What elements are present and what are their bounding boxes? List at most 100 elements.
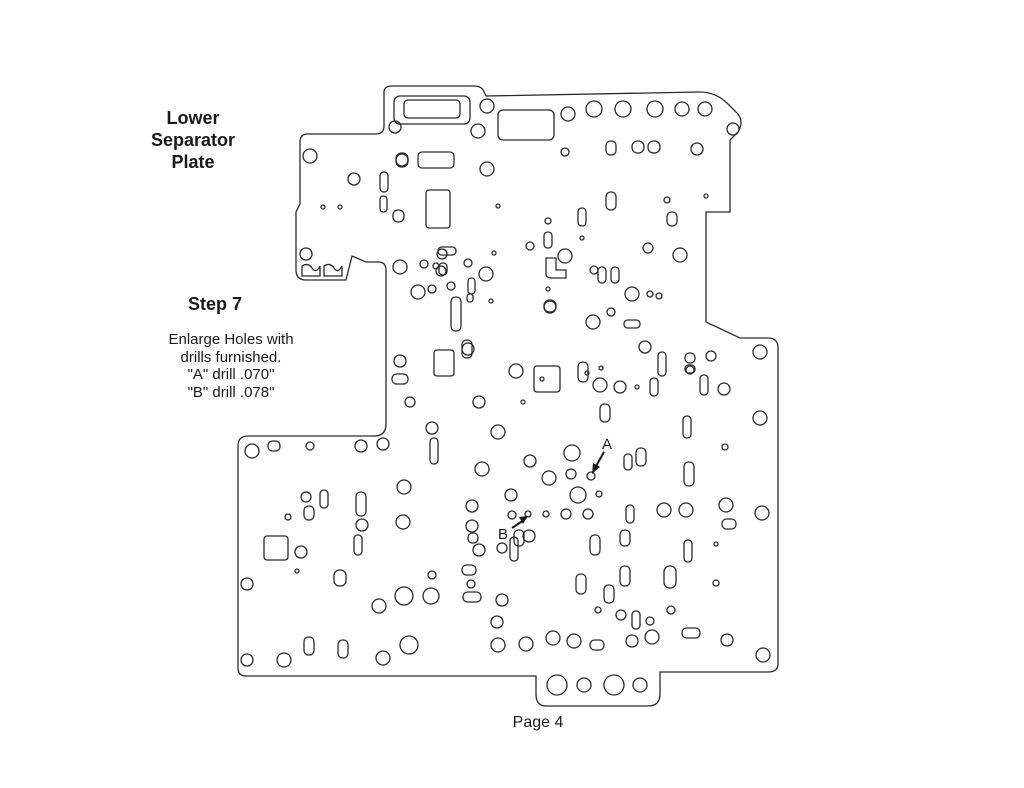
- plate-slot: [683, 539, 693, 563]
- plate-slot: [513, 529, 525, 547]
- callout-b-arrowhead: [519, 516, 528, 524]
- plate-slot: [649, 377, 659, 397]
- plate-hole: [663, 196, 671, 204]
- plate-hole: [755, 647, 771, 663]
- plate-slot: [319, 489, 329, 509]
- plate-hole: [613, 380, 627, 394]
- plate-hole: [520, 399, 526, 405]
- plate-hole: [655, 292, 663, 300]
- plate-hole: [508, 363, 524, 379]
- plate-hole: [337, 204, 343, 210]
- step-instructions: Enlarge Holes with drills furnished. "A"…: [148, 331, 314, 401]
- wave-port-right: [323, 263, 343, 277]
- plate-hole: [371, 598, 387, 614]
- plate-hole: [305, 441, 315, 451]
- plate-slot: [461, 339, 473, 359]
- plate-slot: [589, 534, 601, 556]
- plate-hole: [646, 100, 664, 118]
- plate-hole: [479, 98, 495, 114]
- plate-hole: [410, 284, 426, 300]
- plate-hole: [300, 491, 312, 503]
- plate-hole: [606, 307, 616, 317]
- l-shaped-slot: [545, 257, 567, 279]
- plate-hole: [598, 365, 604, 371]
- plate-hole: [320, 204, 326, 210]
- plate-hole: [395, 153, 409, 167]
- plate-hole: [396, 479, 412, 495]
- plate-hole: [717, 382, 731, 396]
- plate-hole: [495, 203, 501, 209]
- plate-hole: [491, 250, 497, 256]
- callout-a-arrowhead: [592, 463, 600, 474]
- plate-slot: [625, 504, 635, 524]
- page-number: Page 4: [512, 714, 564, 731]
- plate-slot: [462, 591, 482, 603]
- plate-hole: [614, 100, 632, 118]
- plate-hole: [634, 384, 640, 390]
- plate-hole: [425, 421, 439, 435]
- plate-hole: [284, 513, 292, 521]
- plate-hole: [542, 510, 550, 518]
- plate-hole: [393, 354, 407, 368]
- plate-hole: [579, 235, 585, 241]
- plate-hole: [594, 606, 602, 614]
- plate-slot: [619, 565, 631, 587]
- plate-hole: [624, 286, 640, 302]
- plate-slot: [631, 610, 641, 630]
- plate-hole: [276, 652, 292, 668]
- plate-hole: [446, 281, 456, 291]
- plate-hole: [674, 101, 690, 117]
- plate-slot: [663, 565, 677, 589]
- plate-hole: [392, 259, 408, 275]
- plate-hole: [566, 633, 582, 649]
- plate-slot: [681, 627, 701, 639]
- plate-hole: [470, 123, 486, 139]
- plate-hole: [495, 593, 509, 607]
- plate-slot: [395, 152, 409, 168]
- plate-hole: [354, 439, 368, 453]
- plate-hole: [507, 510, 517, 520]
- plate-hole: [752, 344, 768, 360]
- plate-hole: [713, 541, 719, 547]
- plate-hole: [592, 377, 608, 393]
- plate-slot: [303, 505, 315, 521]
- left-square: [433, 349, 455, 377]
- plate-slot: [623, 319, 641, 329]
- plate-hole: [705, 350, 717, 362]
- callout-b-label: B: [498, 526, 508, 543]
- plate-hole: [496, 542, 508, 554]
- plate-hole: [435, 265, 447, 277]
- plate-hole: [399, 635, 419, 655]
- plate-hole: [642, 242, 654, 254]
- plate-slot: [699, 374, 709, 396]
- top-slot-left-inner: [403, 99, 461, 119]
- plate-hole: [436, 248, 448, 260]
- plate-slot: [438, 262, 448, 276]
- plate-hole: [560, 106, 576, 122]
- lower-left-square: [263, 535, 289, 561]
- step-line-3: "A" drill .070": [187, 366, 275, 383]
- plate-slot: [605, 140, 617, 156]
- plate-hole: [560, 508, 572, 520]
- plate-hole: [720, 633, 734, 647]
- plate-slot: [353, 534, 363, 556]
- plate-slot: [543, 231, 553, 249]
- plate-slot: [657, 351, 667, 377]
- plate-hole: [404, 396, 416, 408]
- plate-slot: [429, 437, 439, 465]
- plate-outline: [237, 85, 779, 707]
- plate-hole: [479, 161, 495, 177]
- plate-hole: [395, 514, 411, 530]
- plate-slot: [303, 636, 315, 656]
- callout-a-label: A: [602, 436, 612, 453]
- plate-slot: [333, 569, 347, 587]
- plate-hole: [240, 653, 254, 667]
- plate-hole: [585, 100, 603, 118]
- plate-hole: [472, 395, 486, 409]
- plate-hole: [645, 616, 655, 626]
- plate-slot: [355, 491, 367, 517]
- plate-hole: [544, 217, 552, 225]
- plate-title-line-3: Plate: [171, 152, 215, 172]
- plate-hole: [240, 577, 254, 591]
- plate-hole: [678, 502, 694, 518]
